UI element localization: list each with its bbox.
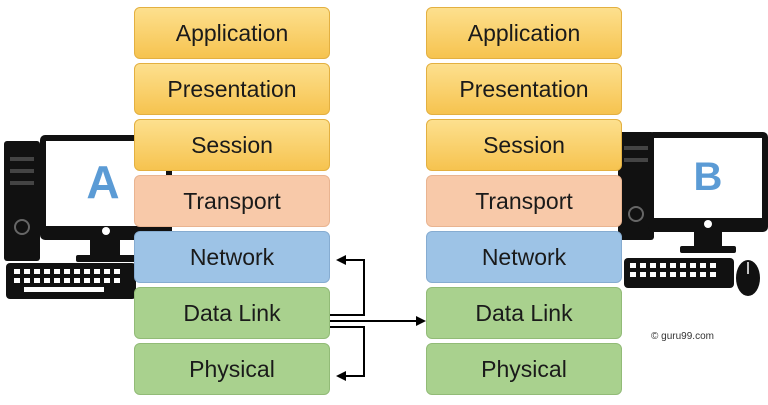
computer-a-label: A xyxy=(86,156,119,208)
copyright-text: © guru99.com xyxy=(651,331,714,342)
layer-physical-b: Physical xyxy=(426,343,622,395)
layer-network-a: Network xyxy=(134,231,330,283)
computer-b-label: B xyxy=(694,155,723,199)
osi-stack-a: Application Presentation Session Transpo… xyxy=(134,7,330,399)
layer-transport-b: Transport xyxy=(426,175,622,227)
layer-physical-a: Physical xyxy=(134,343,330,395)
arrow-to-physical xyxy=(330,326,365,381)
layer-data-link-a: Data Link xyxy=(134,287,330,339)
arrow-to-network xyxy=(330,255,365,316)
layer-session-b: Session xyxy=(426,119,622,171)
layer-presentation-a: Presentation xyxy=(134,63,330,115)
layer-network-b: Network xyxy=(426,231,622,283)
layer-transport-a: Transport xyxy=(134,175,330,227)
layer-session-a: Session xyxy=(134,119,330,171)
computer-b-illustration: B xyxy=(618,132,768,296)
layer-presentation-b: Presentation xyxy=(426,63,622,115)
osi-stack-b: Application Presentation Session Transpo… xyxy=(426,7,622,399)
layer-data-link-b: Data Link xyxy=(426,287,622,339)
layer-application-a: Application xyxy=(134,7,330,59)
layer-application-b: Application xyxy=(426,7,622,59)
